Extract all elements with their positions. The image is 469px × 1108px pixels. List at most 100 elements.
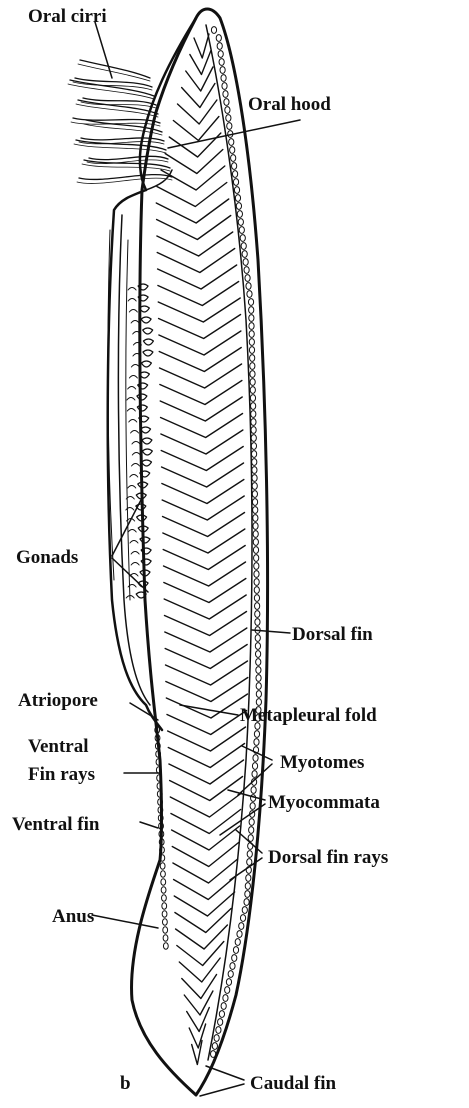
gonad-lobe <box>132 453 140 456</box>
fin-ray-chamber <box>242 907 247 914</box>
fin-ray-chamber <box>223 91 228 98</box>
fin-ray-chamber <box>214 1035 219 1042</box>
ventral-fin-ray-chamber <box>162 895 167 901</box>
oral-cirrus <box>79 175 172 180</box>
ventral-fin-ray-chamber <box>161 871 166 877</box>
fin-ray-chamber <box>249 339 254 346</box>
fin-ray-chamber <box>256 691 261 698</box>
gonad-lobe <box>129 376 137 379</box>
fin-ray-chamber <box>253 547 258 554</box>
fin-ray-chamber <box>254 587 259 594</box>
myocomma-line <box>163 529 245 553</box>
fin-ray-chamber <box>251 435 256 442</box>
myocomma-line <box>161 447 243 471</box>
fin-ray-chamber <box>248 835 253 842</box>
fin-ray-chamber <box>238 219 243 226</box>
fin-ray-chamber <box>253 523 258 530</box>
label-myotomes: Myotomes <box>280 752 364 773</box>
fin-ray-chamber <box>225 987 230 994</box>
fin-ray-chamber <box>252 763 257 770</box>
fin-ray-chamber <box>234 187 239 194</box>
myocomma-line <box>162 463 244 487</box>
fin-ray-chamber <box>218 1019 223 1026</box>
myocomma-line <box>157 183 227 207</box>
fin-ray-chamber <box>254 595 259 602</box>
ventral-fin-ray-chamber <box>163 943 168 949</box>
gonad-lobe <box>143 328 153 334</box>
fin-ray-chamber <box>232 163 237 170</box>
fin-ray-chamber <box>251 403 256 410</box>
gonad-lobe <box>127 398 135 401</box>
fin-ray-chamber <box>222 83 227 90</box>
dorsal-fin-rays <box>211 27 262 1058</box>
fin-ray-chamber <box>219 59 224 66</box>
fin-ray-chamber <box>226 979 231 986</box>
oral-cirrus <box>78 64 150 81</box>
fin-ray-chamber <box>251 427 256 434</box>
myocomma-line <box>168 744 244 768</box>
myocomma-line <box>162 496 244 520</box>
fin-ray-chamber <box>249 331 254 338</box>
myocomma-line <box>164 579 246 603</box>
myocomma-line <box>173 117 218 141</box>
fin-ray-chamber <box>244 899 249 906</box>
label-ventral-fin-rays-line1: Ventral <box>28 736 89 757</box>
fin-ray-chamber <box>254 739 259 746</box>
label-metapleural-fold: Metapleural fold <box>240 705 377 726</box>
gonad-lobe <box>131 365 139 368</box>
fin-ray-chamber <box>229 139 234 146</box>
myocomma-line <box>163 513 245 537</box>
gonad-lobe <box>128 530 136 533</box>
gonad-lobe <box>131 321 139 324</box>
myocomma-line <box>158 298 240 322</box>
fin-ray-chamber <box>246 283 251 290</box>
fin-ray-chamber <box>245 275 250 282</box>
ventral-fin-ray-chamber <box>163 935 168 941</box>
fin-ray-chamber <box>250 379 255 386</box>
fin-ray-chamber <box>216 1027 221 1034</box>
fin-ray-chamber <box>225 107 230 114</box>
gonad-lobe <box>130 541 138 544</box>
myocomma-line <box>165 628 247 652</box>
gonad-lobe <box>141 361 151 367</box>
fin-ray-chamber <box>250 371 255 378</box>
fin-ray-chamber <box>223 995 228 1002</box>
myocomma-line <box>161 430 243 454</box>
atrial-shading-2 <box>126 240 130 600</box>
fin-ray-chamber <box>249 323 254 330</box>
fin-ray-chamber <box>254 555 259 562</box>
myocomma-line <box>163 546 245 570</box>
fin-ray-chamber <box>251 787 256 794</box>
gonad-lobe <box>128 387 136 390</box>
fin-ray-chamber <box>251 411 256 418</box>
myocomma-line <box>172 843 238 867</box>
gonad-lobe <box>131 552 139 555</box>
fin-ray-chamber <box>231 155 236 162</box>
fin-ray-chamber <box>253 507 258 514</box>
myocomma-line <box>165 612 247 636</box>
label-atriopore: Atriopore <box>18 690 98 711</box>
fin-ray-chamber <box>250 803 255 810</box>
fin-ray-chamber <box>216 35 221 42</box>
myocomma-line <box>156 199 229 223</box>
fin-ray-chamber <box>237 931 242 938</box>
gonad-lobe <box>141 317 151 323</box>
gonad-lobe <box>128 299 136 302</box>
fin-ray-chamber <box>256 659 261 666</box>
myocomma-line <box>170 793 241 817</box>
oral-cirri <box>68 60 172 183</box>
oral-cirrus <box>81 138 164 141</box>
fin-ray-chamber <box>252 499 257 506</box>
fin-ray-chamber <box>255 619 260 626</box>
metapleural-outline <box>108 190 162 730</box>
fin-ray-chamber <box>217 43 222 50</box>
label-ventral-fin-rays-line2: Fin rays <box>28 764 95 785</box>
fin-ray-chamber <box>255 635 260 642</box>
fin-ray-chamber <box>221 1003 226 1010</box>
gonad-lobe <box>142 460 152 466</box>
leader-caudal-fin-1 <box>206 1066 244 1080</box>
myocomma-line <box>168 727 246 751</box>
fin-ray-chamber <box>246 875 251 882</box>
fin-ray-chamber <box>250 395 255 402</box>
